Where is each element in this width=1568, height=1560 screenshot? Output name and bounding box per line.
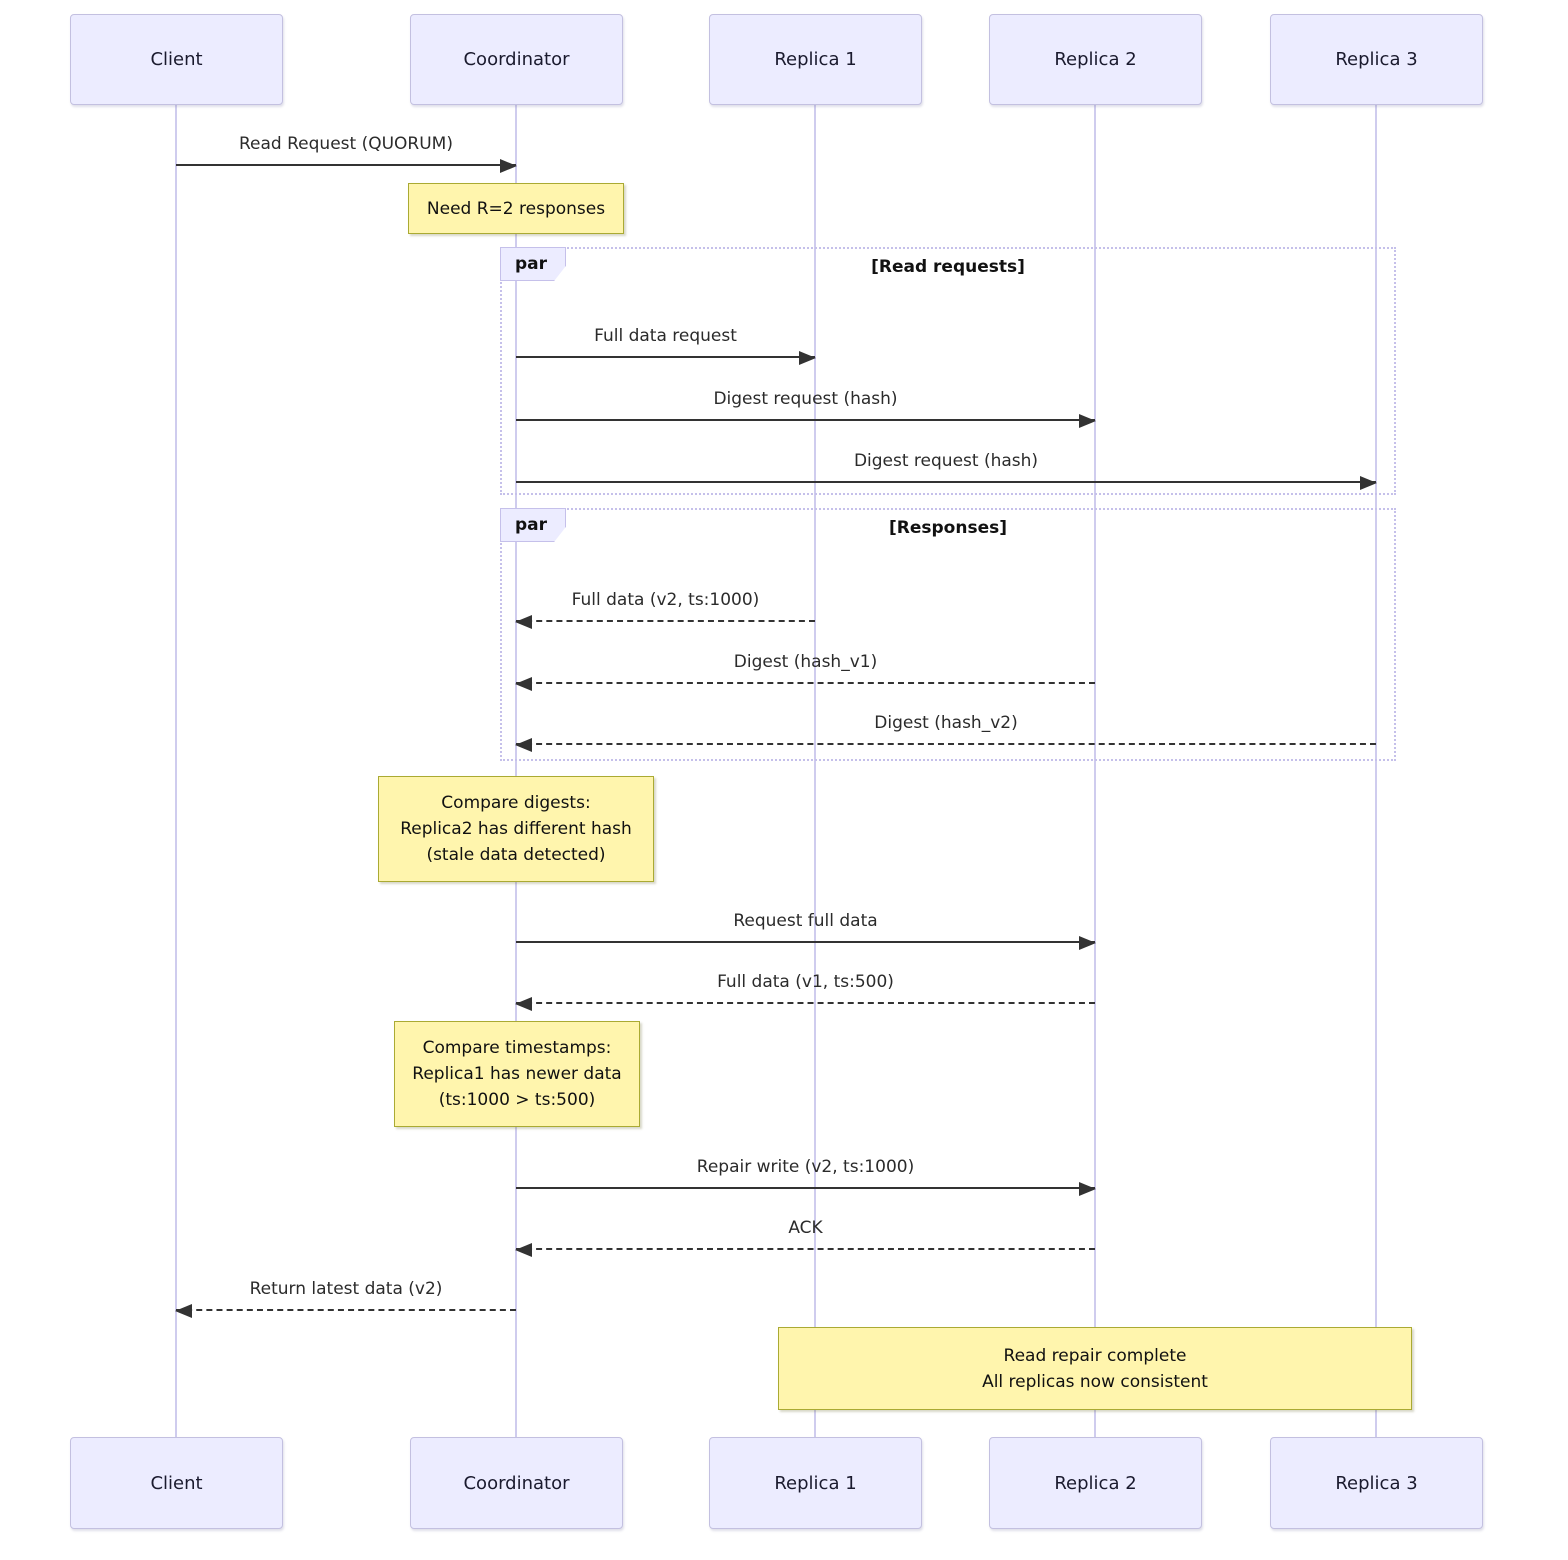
- par-label: par: [515, 254, 548, 274]
- actor-label: Replica 3: [1335, 1472, 1418, 1494]
- actor-coordinator-top: Coordinator: [410, 14, 623, 105]
- message-full-data-response: Full data (v2, ts:1000): [515, 582, 815, 629]
- message-read-request: Read Request (QUORUM): [176, 126, 517, 173]
- actor-client-top: Client: [70, 14, 283, 105]
- message-line: [516, 941, 1095, 943]
- message-label: Full data request: [594, 326, 737, 346]
- arrowhead-icon: [1360, 476, 1377, 490]
- message-line: [516, 743, 1376, 745]
- actor-label: Client: [150, 49, 203, 70]
- actor-replica2-top: Replica 2: [989, 14, 1202, 105]
- par-guard-read-requests: [Read requests]: [871, 257, 1025, 277]
- arrowhead-icon: [515, 997, 532, 1011]
- arrowhead-icon: [175, 1304, 192, 1318]
- note-text: All replicas now consistent: [982, 1371, 1208, 1392]
- message-full-data-request: Full data request: [516, 318, 816, 365]
- note-read-repair-complete: Read repair complete All replicas now co…: [778, 1327, 1412, 1410]
- actor-label: Replica 1: [774, 49, 857, 70]
- message-label: Repair write (v2, ts:1000): [696, 1157, 915, 1177]
- actor-label: Client: [150, 1472, 203, 1494]
- message-return-latest: Return latest data (v2): [175, 1271, 516, 1318]
- message-label: Digest (hash_v2): [874, 713, 1018, 733]
- message-line: [516, 1187, 1095, 1189]
- actor-replica3-bottom: Replica 3: [1270, 1437, 1483, 1529]
- message-repair-write: Repair write (v2, ts:1000): [516, 1149, 1096, 1196]
- actor-coordinator-bottom: Coordinator: [410, 1437, 623, 1529]
- note-compare-timestamps: Compare timestamps: Replica1 has newer d…: [394, 1021, 640, 1127]
- note-text: Read repair complete: [1003, 1345, 1187, 1366]
- message-label: Digest request (hash): [853, 451, 1039, 471]
- par-label: par: [515, 515, 548, 535]
- note-text: Compare digests:: [441, 793, 591, 813]
- arrowhead-icon: [515, 1243, 532, 1257]
- arrowhead-icon: [1079, 1182, 1096, 1196]
- note-need-r2: Need R=2 responses: [408, 183, 624, 234]
- message-digest-request-r2: Digest request (hash): [516, 381, 1096, 428]
- arrowhead-icon: [515, 677, 532, 691]
- par-guard-responses: [Responses]: [889, 518, 1007, 538]
- arrowhead-icon: [500, 159, 517, 173]
- par-block-read-requests: par [Read requests]: [500, 247, 1396, 495]
- par-tab: par: [500, 508, 566, 542]
- actor-replica1-top: Replica 1: [709, 14, 922, 105]
- message-line: [516, 1248, 1095, 1250]
- actor-label: Replica 2: [1054, 1472, 1137, 1494]
- message-ack: ACK: [515, 1210, 1095, 1257]
- message-label: Request full data: [733, 911, 878, 931]
- note-text: Replica2 has different hash: [400, 819, 632, 839]
- actor-label: Replica 3: [1335, 49, 1418, 70]
- actor-label: Coordinator: [463, 1472, 570, 1494]
- par-tab: par: [500, 247, 566, 281]
- note-text: Need R=2 responses: [426, 198, 606, 219]
- arrowhead-icon: [515, 615, 532, 629]
- message-line: [176, 1309, 516, 1311]
- message-line: [516, 481, 1376, 483]
- note-text: (stale data detected): [426, 845, 606, 865]
- message-line: [516, 1002, 1095, 1004]
- message-digest-response-r2: Digest (hash_v1): [515, 644, 1095, 691]
- message-digest-request-r3: Digest request (hash): [516, 443, 1377, 490]
- message-label: Read Request (QUORUM): [239, 134, 453, 154]
- actor-label: Replica 1: [774, 1472, 857, 1494]
- message-line: [516, 682, 1095, 684]
- message-request-full-data: Request full data: [516, 903, 1096, 950]
- actor-replica3-top: Replica 3: [1270, 14, 1483, 105]
- message-label: Digest request (hash): [713, 389, 898, 409]
- note-text: Compare timestamps:: [422, 1038, 612, 1058]
- message-label: Digest (hash_v1): [733, 652, 878, 672]
- arrowhead-icon: [1079, 414, 1096, 428]
- arrowhead-icon: [515, 738, 532, 752]
- arrowhead-icon: [799, 351, 816, 365]
- actor-client-bottom: Client: [70, 1437, 283, 1529]
- message-line: [176, 164, 516, 166]
- arrowhead-icon: [1079, 936, 1096, 950]
- message-full-data-v1: Full data (v1, ts:500): [515, 964, 1095, 1011]
- actor-label: Coordinator: [463, 49, 570, 70]
- actor-replica1-bottom: Replica 1: [709, 1437, 922, 1529]
- note-compare-digests: Compare digests: Replica2 has different …: [378, 776, 654, 882]
- message-label: ACK: [788, 1218, 823, 1238]
- message-label: Full data (v2, ts:1000): [571, 590, 760, 610]
- message-line: [516, 419, 1095, 421]
- lifeline-coordinator: [515, 103, 517, 1437]
- actor-replica2-bottom: Replica 2: [989, 1437, 1202, 1529]
- message-line: [516, 620, 815, 622]
- note-text: Replica1 has newer data: [412, 1064, 622, 1084]
- par-block-responses: par [Responses]: [500, 508, 1396, 761]
- lifeline-client: [175, 103, 177, 1437]
- actor-label: Replica 2: [1054, 49, 1137, 70]
- lifeline-replica1: [814, 103, 816, 1437]
- message-digest-response-r3: Digest (hash_v2): [515, 705, 1376, 752]
- message-label: Full data (v1, ts:500): [717, 972, 894, 992]
- message-line: [516, 356, 815, 358]
- lifeline-replica3: [1375, 103, 1377, 1437]
- message-label: Return latest data (v2): [249, 1279, 443, 1299]
- lifeline-replica2: [1094, 103, 1096, 1437]
- note-text: (ts:1000 > ts:500): [438, 1090, 596, 1110]
